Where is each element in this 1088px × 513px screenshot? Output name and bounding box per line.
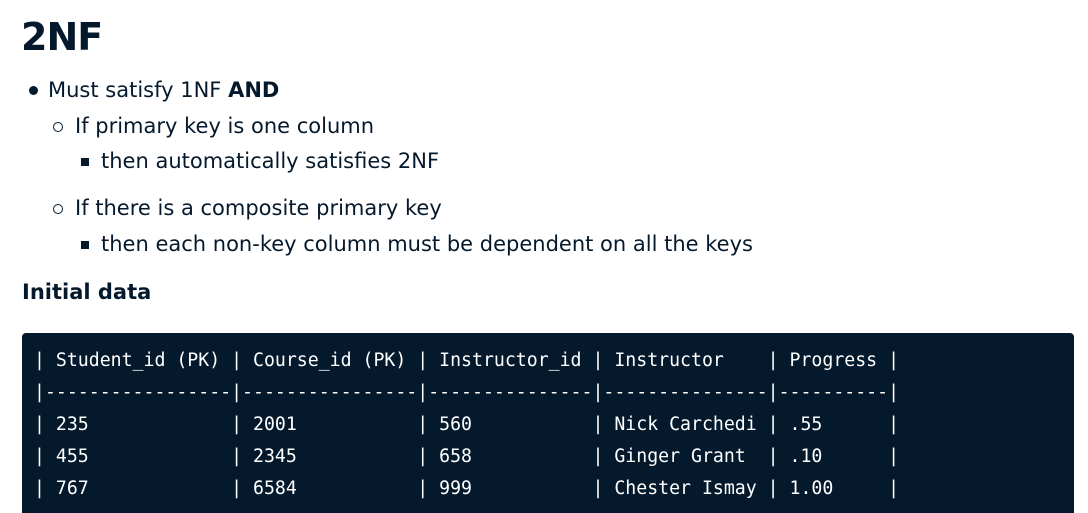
circle-bullet-icon <box>53 122 63 132</box>
bullet-item-auto-2nf: then automatically satisfies 2NF <box>101 149 440 173</box>
bullet-item-dependency: then each non-key column must be depende… <box>101 232 753 256</box>
disc-bullet-icon <box>29 86 38 95</box>
square-bullet-icon <box>81 158 89 166</box>
table-separator-row: |-----------------|----------------|----… <box>34 382 900 403</box>
bullet-bold-text: AND <box>228 78 280 102</box>
table-row: | 235 | 2001 | 560 | Nick Carchedi | .55… <box>34 414 900 435</box>
table-header-row: | Student_id (PK) | Course_id (PK) | Ins… <box>34 350 900 371</box>
bullet-item-composite-key: If there is a composite primary key <box>75 196 442 220</box>
square-bullet-icon <box>81 241 89 249</box>
circle-bullet-icon <box>53 204 63 214</box>
table-row: | 767 | 6584 | 999 | Chester Ismay | 1.0… <box>34 478 900 499</box>
table-text: | Student_id (PK) | Course_id (PK) | Ins… <box>34 345 899 505</box>
code-block: | Student_id (PK) | Course_id (PK) | Ins… <box>22 333 1074 513</box>
bullet-item-single-key: If primary key is one column <box>75 114 375 138</box>
section-heading: Initial data <box>22 280 152 304</box>
bullet-text: Must satisfy 1NF <box>48 78 229 102</box>
bullet-item-1nf: Must satisfy 1NF AND <box>48 76 279 104</box>
page-title: 2NF <box>21 15 103 59</box>
table-row: | 455 | 2345 | 658 | Ginger Grant | .10 … <box>34 446 900 467</box>
